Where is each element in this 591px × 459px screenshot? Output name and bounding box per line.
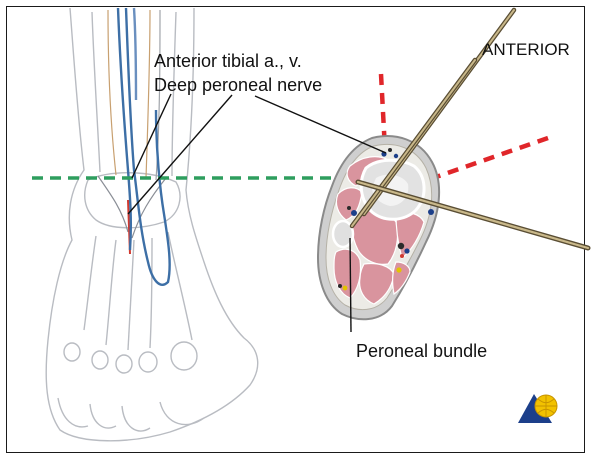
ao-foundation-logo <box>518 394 557 423</box>
peroneal-bundle-label: Peroneal bundle <box>356 340 487 362</box>
leg-cross-section <box>318 136 439 319</box>
foot-illustration <box>46 8 258 441</box>
deep-peroneal-nerve-label: Deep peroneal nerve <box>154 74 322 96</box>
anterior-label: ANTERIOR <box>482 39 570 61</box>
anterior-tibial-label: Anterior tibial a., v. <box>154 50 302 72</box>
